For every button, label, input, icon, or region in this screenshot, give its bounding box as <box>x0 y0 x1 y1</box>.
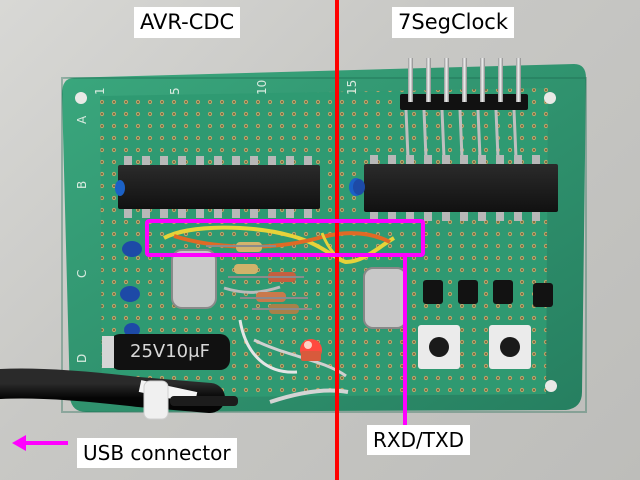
svg-text:25V10μF: 25V10μF <box>130 341 210 362</box>
push-buttons <box>418 325 531 369</box>
rxd-txd-callout-line <box>403 257 407 425</box>
capacitors: 25V10μF <box>102 179 365 370</box>
svg-text:A: A <box>75 115 89 124</box>
svg-text:B: B <box>75 181 89 189</box>
clock-microcontroller <box>349 155 558 221</box>
svg-text:5: 5 <box>168 87 182 95</box>
transistors <box>423 280 553 307</box>
avr-cdc-label: AVR-CDC <box>134 7 241 38</box>
left-arrow-icon <box>12 435 68 451</box>
silkscreen-marks: 1 5 10 15 A B C D <box>75 80 359 363</box>
module-divider <box>335 0 339 480</box>
usb-connector-label: USB connector <box>77 438 237 468</box>
rxd-txd-label: RXD/TXD <box>367 425 471 455</box>
seven-seg-clock-label: 7SegClock <box>392 7 514 38</box>
svg-text:D: D <box>75 354 89 363</box>
svg-text:10: 10 <box>255 80 269 95</box>
svg-text:15: 15 <box>345 80 359 95</box>
small-components <box>206 242 312 314</box>
usb-cable <box>0 368 238 420</box>
led <box>300 339 322 361</box>
svg-text:1: 1 <box>93 87 107 95</box>
rxd-txd-highlight-box <box>145 219 425 257</box>
svg-text:C: C <box>75 270 89 278</box>
avr-microcontroller <box>115 156 320 218</box>
crystals <box>171 249 407 329</box>
pin-header <box>400 58 528 159</box>
